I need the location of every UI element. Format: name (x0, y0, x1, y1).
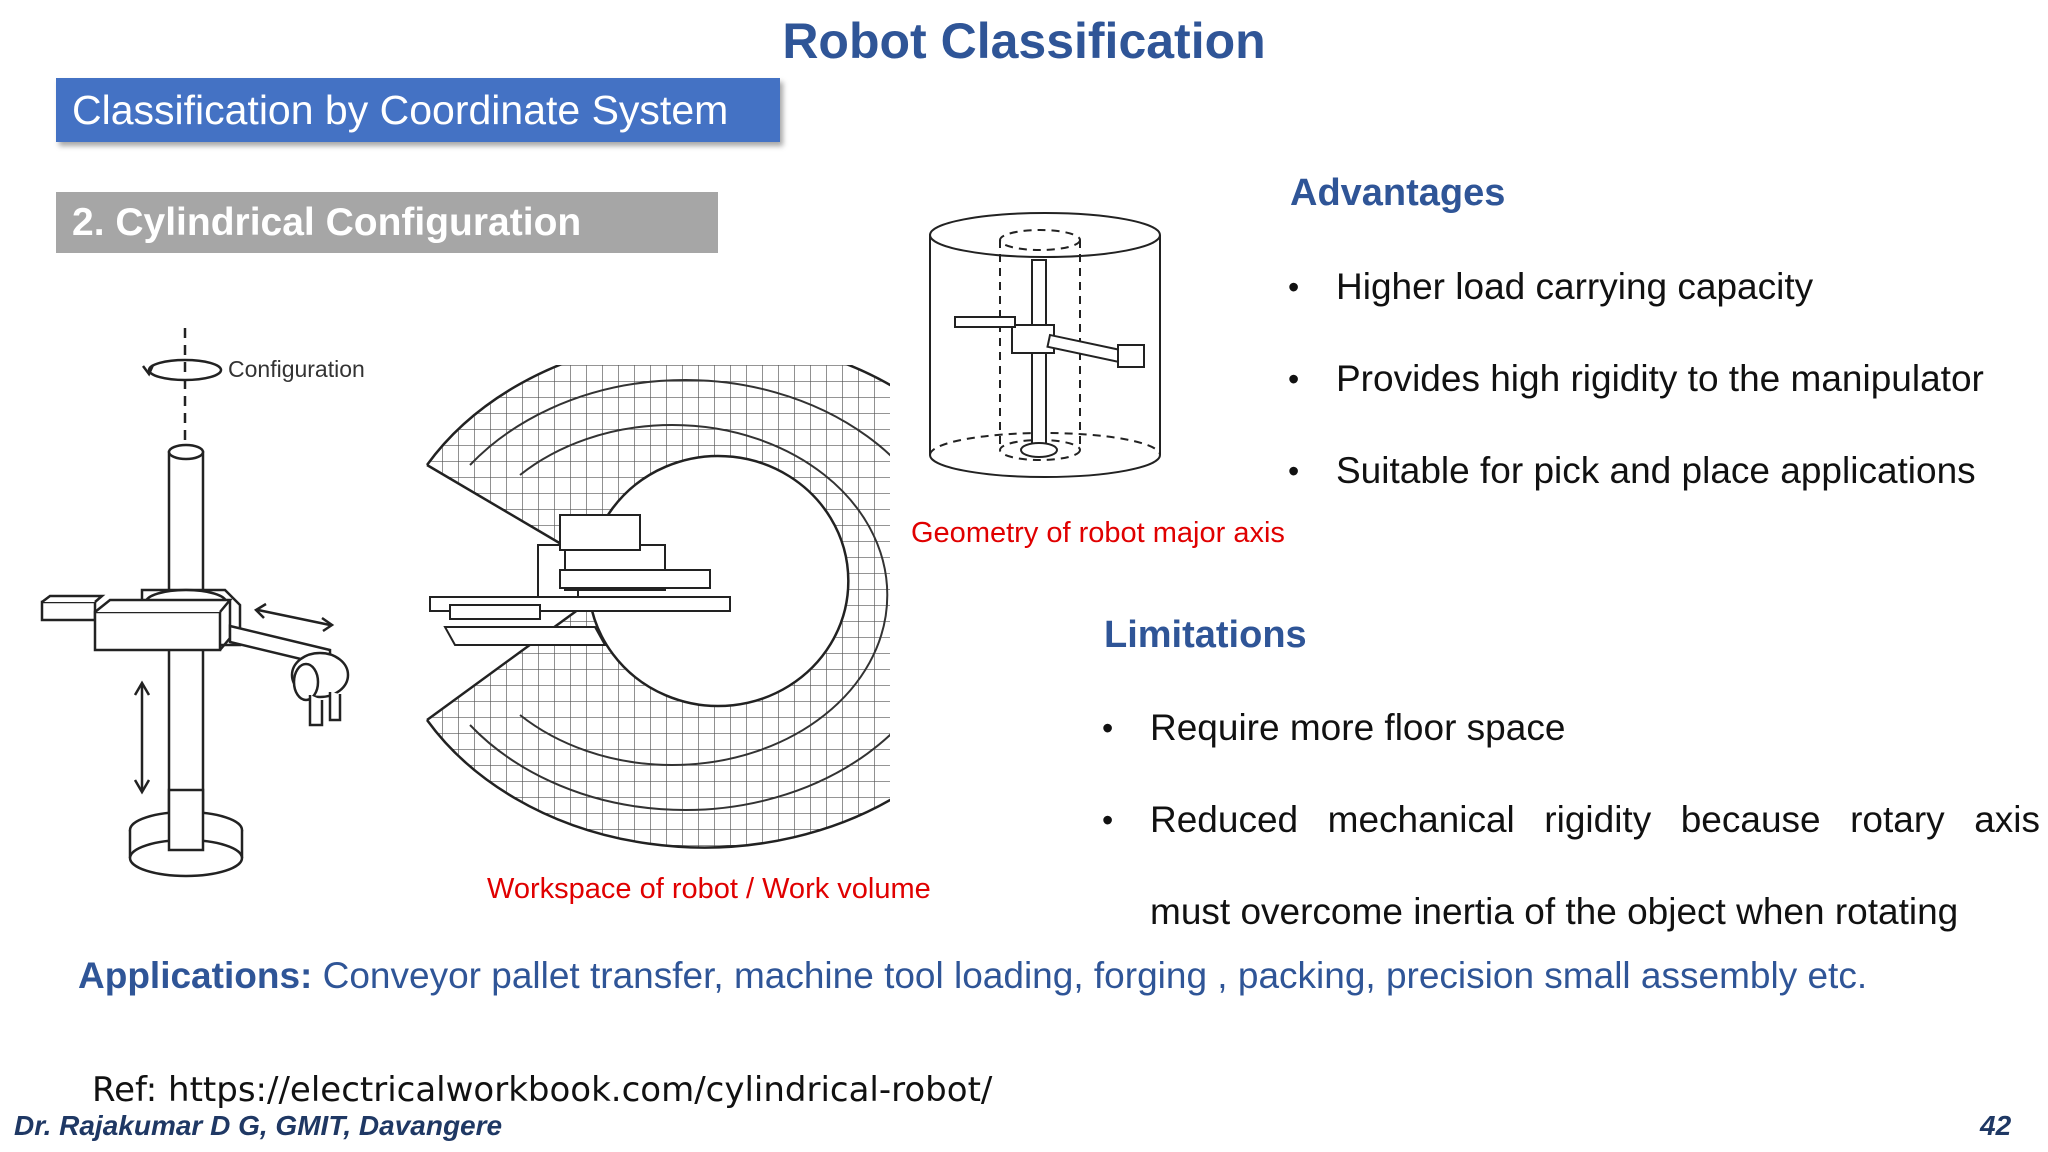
applications-line: Applications: Conveyor pallet transfer, … (78, 955, 1867, 997)
advantages-list: • Higher load carrying capacity • Provid… (1288, 257, 2048, 533)
geometry-caption: Geometry of robot major axis (911, 517, 1285, 549)
list-item: • Reduced mechanical rigidity because ro… (1102, 790, 2040, 882)
list-item: • Higher load carrying capacity (1288, 257, 2048, 349)
list-item: must overcome inertia of the object when… (1102, 882, 2040, 974)
advantage-text: Suitable for pick and place applications (1336, 450, 1976, 491)
advantage-text: Provides high rigidity to the manipulato… (1336, 358, 1984, 399)
subsection-banner: 2. Cylindrical Configuration (56, 192, 718, 253)
list-item: • Require more floor space (1102, 698, 2040, 790)
applications-text: Conveyor pallet transfer, machine tool l… (312, 955, 1868, 996)
bullet-icon: • (1102, 710, 1114, 746)
bullet-icon: • (1102, 802, 1114, 838)
advantages-heading: Advantages (1290, 172, 1506, 214)
list-item: • Provides high rigidity to the manipula… (1288, 349, 2048, 441)
section-banner: Classification by Coordinate System (56, 78, 780, 142)
limitations-list: • Require more floor space • Reduced mec… (1102, 698, 2040, 974)
workspace-caption: Workspace of robot / Work volume (487, 873, 931, 905)
advantage-text: Higher load carrying capacity (1336, 266, 1814, 307)
bullet-icon: • (1288, 269, 1300, 305)
configuration-label: Configuration (228, 356, 365, 382)
footer-author: Dr. Rajakumar D G, GMIT, Davangere (14, 1110, 503, 1141)
limitation-text-continued: must overcome inertia of the object when… (1150, 891, 1959, 932)
limitation-text: Reduced mechanical rigidity because rota… (1150, 799, 2040, 840)
cylindrical-robot-diagram (40, 328, 350, 878)
applications-label: Applications: (78, 955, 313, 996)
geometry-diagram (929, 212, 1161, 478)
list-item: • Suitable for pick and place applicatio… (1288, 441, 2048, 533)
workspace-diagram (410, 365, 890, 875)
limitation-text: Require more floor space (1150, 707, 1566, 748)
limitations-heading: Limitations (1104, 614, 1307, 656)
slide-title: Robot Classification (782, 13, 1266, 69)
page-number: 42 (1980, 1110, 2012, 1141)
bullet-icon: • (1288, 453, 1300, 489)
bullet-icon: • (1288, 361, 1300, 397)
reference-link[interactable]: Ref: https://electricalworkbook.com/cyli… (92, 1070, 993, 1110)
